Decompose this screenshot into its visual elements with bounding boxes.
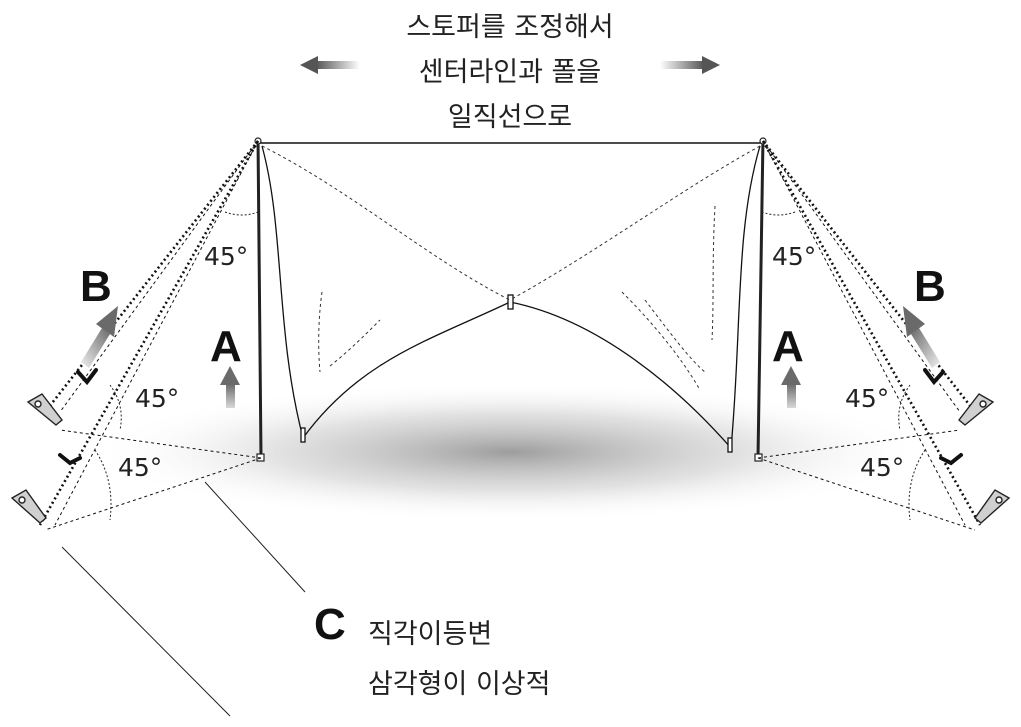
right-a-arrow — [781, 366, 801, 408]
angle-label-left-ground: 45° — [118, 453, 163, 482]
angle-label-left-pole: 45° — [204, 242, 249, 271]
angle-label-right-mid: 45° — [845, 384, 890, 413]
right-b-arrow — [903, 306, 940, 368]
left-b-arrow — [81, 306, 118, 368]
left-a-arrow — [220, 366, 240, 408]
note-line-2: 삼각형이 이상적 — [368, 669, 551, 700]
c-pointer-line-2 — [61, 546, 231, 717]
label-a-left: A — [210, 322, 242, 371]
right-guy-lines-inner — [757, 140, 976, 531]
tarp-creases — [261, 145, 761, 391]
label-b-left: B — [80, 262, 112, 311]
label-c: C — [314, 600, 346, 649]
stopper-marks — [58, 368, 963, 466]
right-arrow — [660, 56, 720, 74]
left-pegs — [10, 393, 63, 524]
right-guy-lines — [761, 140, 982, 526]
angle-label-left-mid: 45° — [135, 384, 180, 413]
right-pole — [756, 137, 765, 459]
angle-label-right-pole: 45° — [772, 242, 817, 271]
note-line-1: 직각이등변 — [368, 619, 493, 650]
title-line-2: 센터라인과 폴을 — [418, 57, 602, 88]
title-line-3: 일직선으로 — [447, 102, 573, 133]
ground-shadow — [90, 382, 930, 522]
label-a-right: A — [772, 322, 804, 371]
left-guy-lines-inner — [44, 140, 262, 531]
angle-label-right-ground: 45° — [860, 453, 905, 482]
title-line-1: 스토퍼를 조정해서 — [406, 12, 614, 43]
label-b-right: B — [914, 262, 946, 311]
angle-arcs — [94, 211, 926, 521]
c-pointer-line-1 — [204, 481, 306, 593]
tarp — [261, 145, 761, 453]
left-guy-lines — [38, 140, 260, 526]
right-pegs — [958, 393, 1011, 524]
left-arrow — [300, 56, 360, 74]
left-pole — [256, 137, 263, 459]
